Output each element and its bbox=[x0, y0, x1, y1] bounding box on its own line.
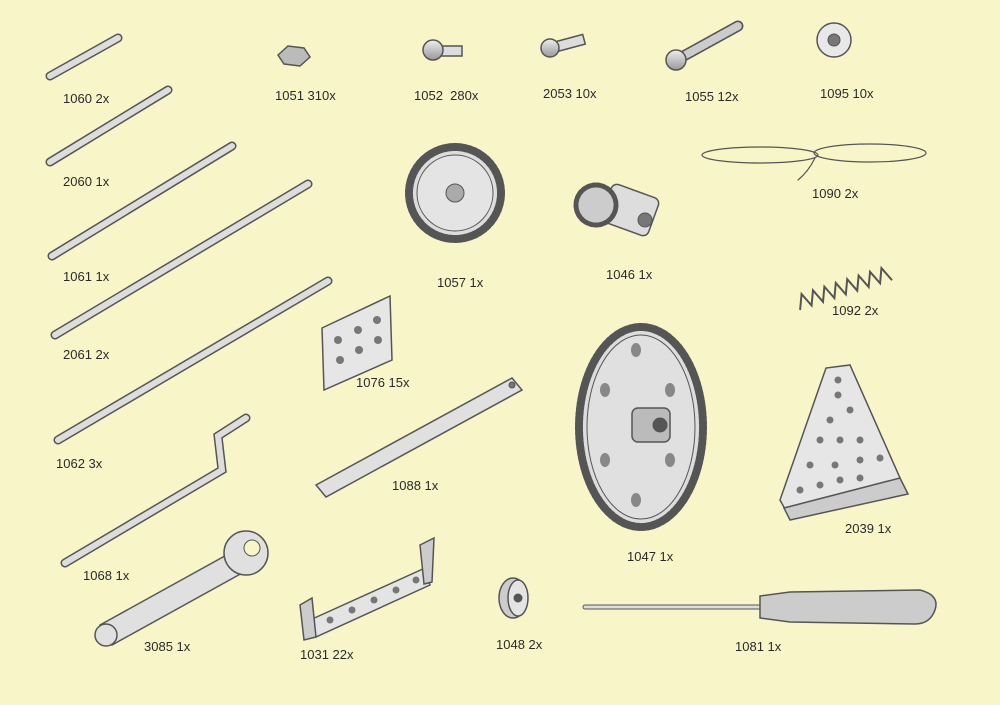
part-label-1055: 1055 12x bbox=[685, 89, 739, 104]
part-label-2061: 2061 2x bbox=[63, 347, 110, 362]
part-label-1061: 1061 1x bbox=[63, 269, 110, 284]
part-label-1081: 1081 1x bbox=[735, 639, 782, 654]
part-label-2039: 2039 1x bbox=[845, 521, 892, 536]
part-label-2053: 2053 10x bbox=[543, 86, 597, 101]
pinion-1046 bbox=[573, 182, 660, 237]
spring-1092 bbox=[799, 265, 893, 311]
part-label-1057: 1057 1x bbox=[437, 275, 484, 290]
nut-1051 bbox=[277, 45, 311, 67]
screw-1052 bbox=[422, 39, 463, 61]
rod-1061 bbox=[47, 141, 237, 261]
collar-1095 bbox=[816, 22, 852, 58]
part-label-1051: 1051 310x bbox=[275, 88, 336, 103]
bracket-2039 bbox=[779, 364, 910, 521]
part-label-1092: 1092 2x bbox=[832, 303, 879, 318]
part-label-1068: 1068 1x bbox=[83, 568, 130, 583]
screw-2053 bbox=[540, 33, 587, 58]
rod-1060 bbox=[45, 33, 123, 81]
screwdriver-1081 bbox=[582, 589, 937, 625]
crank-1068 bbox=[60, 413, 251, 568]
rod-2060 bbox=[45, 85, 173, 167]
bracket-1031 bbox=[299, 536, 435, 641]
plate-1076 bbox=[321, 294, 393, 392]
lever-1088 bbox=[314, 377, 524, 498]
gear-1047 bbox=[575, 323, 707, 531]
pulley-1048 bbox=[498, 577, 529, 619]
part-label-1088: 1088 1x bbox=[392, 478, 439, 493]
part-label-1062: 1062 3x bbox=[56, 456, 103, 471]
gear-1057 bbox=[405, 143, 505, 243]
part-label-1047: 1047 1x bbox=[627, 549, 674, 564]
part-label-3085: 3085 1x bbox=[144, 639, 191, 654]
rod-2061 bbox=[50, 179, 313, 340]
spanner-3085 bbox=[94, 530, 269, 647]
part-label-1076: 1076 15x bbox=[356, 375, 410, 390]
screw-1055 bbox=[665, 20, 744, 71]
part-label-1031: 1031 22x bbox=[300, 647, 354, 662]
part-label-2060: 2060 1x bbox=[63, 174, 110, 189]
part-label-1046: 1046 1x bbox=[606, 267, 653, 282]
part-label-1090: 1090 2x bbox=[812, 186, 859, 201]
rod-1062 bbox=[53, 276, 333, 445]
part-label-1048: 1048 2x bbox=[496, 637, 543, 652]
part-label-1060: 1060 2x bbox=[63, 91, 110, 106]
cord-1090 bbox=[701, 143, 927, 181]
part-label-1095: 1095 10x bbox=[820, 86, 874, 101]
part-label-1052: 1052 280x bbox=[414, 88, 479, 103]
